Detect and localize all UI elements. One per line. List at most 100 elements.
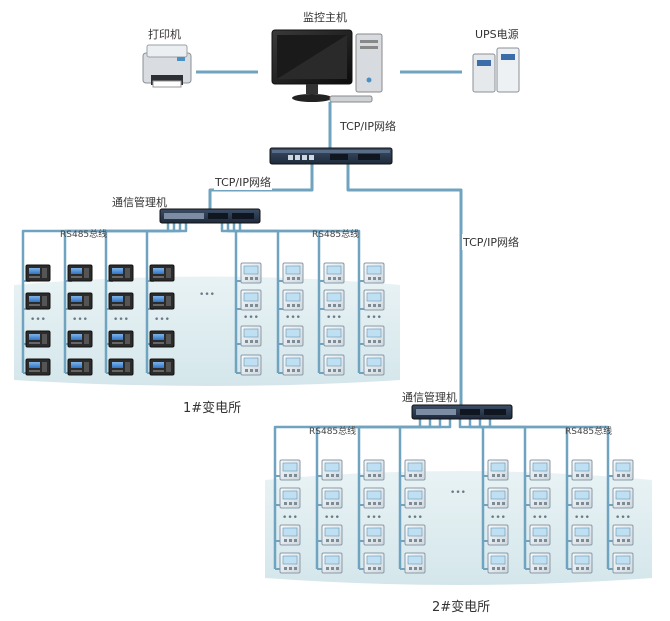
power-meter-icon <box>363 487 385 509</box>
communication-manager-icon <box>411 404 513 420</box>
panel-meter-icon <box>67 292 93 310</box>
ellipsis-substation-2: ••• <box>450 488 466 498</box>
bus-2-7 <box>488 419 610 569</box>
power-meter-icon <box>571 524 593 546</box>
panel-meter-icon <box>108 292 134 310</box>
comm-manager-label-2: 通信管理机 <box>402 391 457 404</box>
power-meter-icon <box>404 487 426 509</box>
power-meter-icon <box>363 459 385 481</box>
bus-1-dark-3 <box>145 223 188 373</box>
power-meter-icon <box>363 262 385 284</box>
ellipsis-marker: ••• <box>285 313 301 323</box>
ellipsis-marker: ••• <box>366 313 382 323</box>
ellipsis-marker: ••• <box>490 513 506 523</box>
panel-meter-icon <box>108 330 134 348</box>
ellipsis-marker: ••• <box>532 513 548 523</box>
power-meter-icon <box>487 487 509 509</box>
power-meter-icon <box>323 354 345 376</box>
power-meter-icon <box>323 262 345 284</box>
bus-2-3 <box>398 419 452 569</box>
ellipsis-marker: ••• <box>407 513 423 523</box>
panel-meter-icon <box>25 358 51 376</box>
bus-1-light-3 <box>238 223 361 373</box>
panel-meter-icon <box>25 330 51 348</box>
printer-label: 打印机 <box>148 28 181 41</box>
panel-meter-icon <box>149 292 175 310</box>
panel-meter-icon <box>149 264 175 282</box>
power-meter-icon <box>363 289 385 311</box>
panel-meter-icon <box>25 264 51 282</box>
power-meter-icon <box>612 459 634 481</box>
rs485-label-2a: RS485总线 <box>309 427 357 437</box>
power-meter-icon <box>529 524 551 546</box>
power-meter-icon <box>240 289 262 311</box>
printer-icon <box>142 44 192 88</box>
ups-label: UPS电源 <box>475 28 519 41</box>
power-meter-icon <box>571 459 593 481</box>
power-meter-icon <box>529 487 551 509</box>
panel-meter-icon <box>108 358 134 376</box>
power-meter-icon <box>363 325 385 347</box>
panel-meter-icon <box>67 264 93 282</box>
power-meter-icon <box>279 524 301 546</box>
tcp-label-right: TCP/IP网络 <box>462 234 520 250</box>
power-meter-icon <box>363 524 385 546</box>
power-meter-icon <box>487 524 509 546</box>
panel-meter-icon <box>108 264 134 282</box>
tcp-label-top: TCP/IP网络 <box>339 118 397 134</box>
substation-2-label: 2#变电所 <box>432 600 491 615</box>
rs485-label-2b: RS485总线 <box>565 427 613 437</box>
bus-1-dark-2 <box>104 223 182 373</box>
panel-meter-icon <box>25 292 51 310</box>
ellipsis-marker: ••• <box>154 315 170 325</box>
ellipsis-marker: ••• <box>615 513 631 523</box>
ellipsis-marker: ••• <box>366 513 382 523</box>
communication-manager-icon <box>159 208 261 224</box>
power-meter-icon <box>571 487 593 509</box>
power-meter-icon <box>282 325 304 347</box>
substation-1-label: 1#变电所 <box>183 401 242 416</box>
ellipsis-marker: ••• <box>113 315 129 325</box>
power-meter-icon <box>240 262 262 284</box>
power-meter-icon <box>404 459 426 481</box>
comm-manager-label-1: 通信管理机 <box>112 196 167 209</box>
power-meter-icon <box>612 487 634 509</box>
ellipsis-marker: ••• <box>324 513 340 523</box>
power-meter-icon <box>529 552 551 574</box>
power-meter-icon <box>279 487 301 509</box>
power-meter-icon <box>321 552 343 574</box>
substation-2-platform <box>265 471 652 585</box>
power-meter-icon <box>321 524 343 546</box>
ellipsis-marker: ••• <box>282 513 298 523</box>
panel-meter-icon <box>149 330 175 348</box>
power-meter-icon <box>282 354 304 376</box>
meter-groups: ••• ••• ••• ••• ••• ••• ••• ••• ••• ••• ••• ••• ••• •… <box>25 262 634 574</box>
power-meter-icon <box>363 552 385 574</box>
host-label: 监控主机 <box>303 11 347 24</box>
ellipsis-marker: ••• <box>72 315 88 325</box>
rs485-label-1b: RS485总线 <box>312 230 360 240</box>
power-meter-icon <box>282 262 304 284</box>
rs485-label-1a: RS485总线 <box>60 230 108 240</box>
ellipsis-marker: ••• <box>243 313 259 323</box>
power-meter-icon <box>487 459 509 481</box>
panel-meter-icon <box>67 358 93 376</box>
power-meter-icon <box>529 459 551 481</box>
panel-meter-icon <box>149 358 175 376</box>
switch-to-manager-2-link <box>346 164 463 405</box>
power-meter-icon <box>321 459 343 481</box>
power-meter-icon <box>240 325 262 347</box>
power-meter-icon <box>487 552 509 574</box>
ellipsis-substation-1: ••• <box>199 290 215 300</box>
power-meter-icon <box>323 325 345 347</box>
ellipsis-marker: ••• <box>574 513 590 523</box>
tcp-label-left: TCP/IP网络 <box>214 174 272 190</box>
power-meter-icon <box>363 354 385 376</box>
network-switch-icon <box>269 147 393 165</box>
power-meter-icon <box>612 524 634 546</box>
power-meter-icon <box>404 552 426 574</box>
ellipsis-marker: ••• <box>326 313 342 323</box>
ellipsis-marker: ••• <box>30 315 46 325</box>
power-meter-icon <box>404 524 426 546</box>
